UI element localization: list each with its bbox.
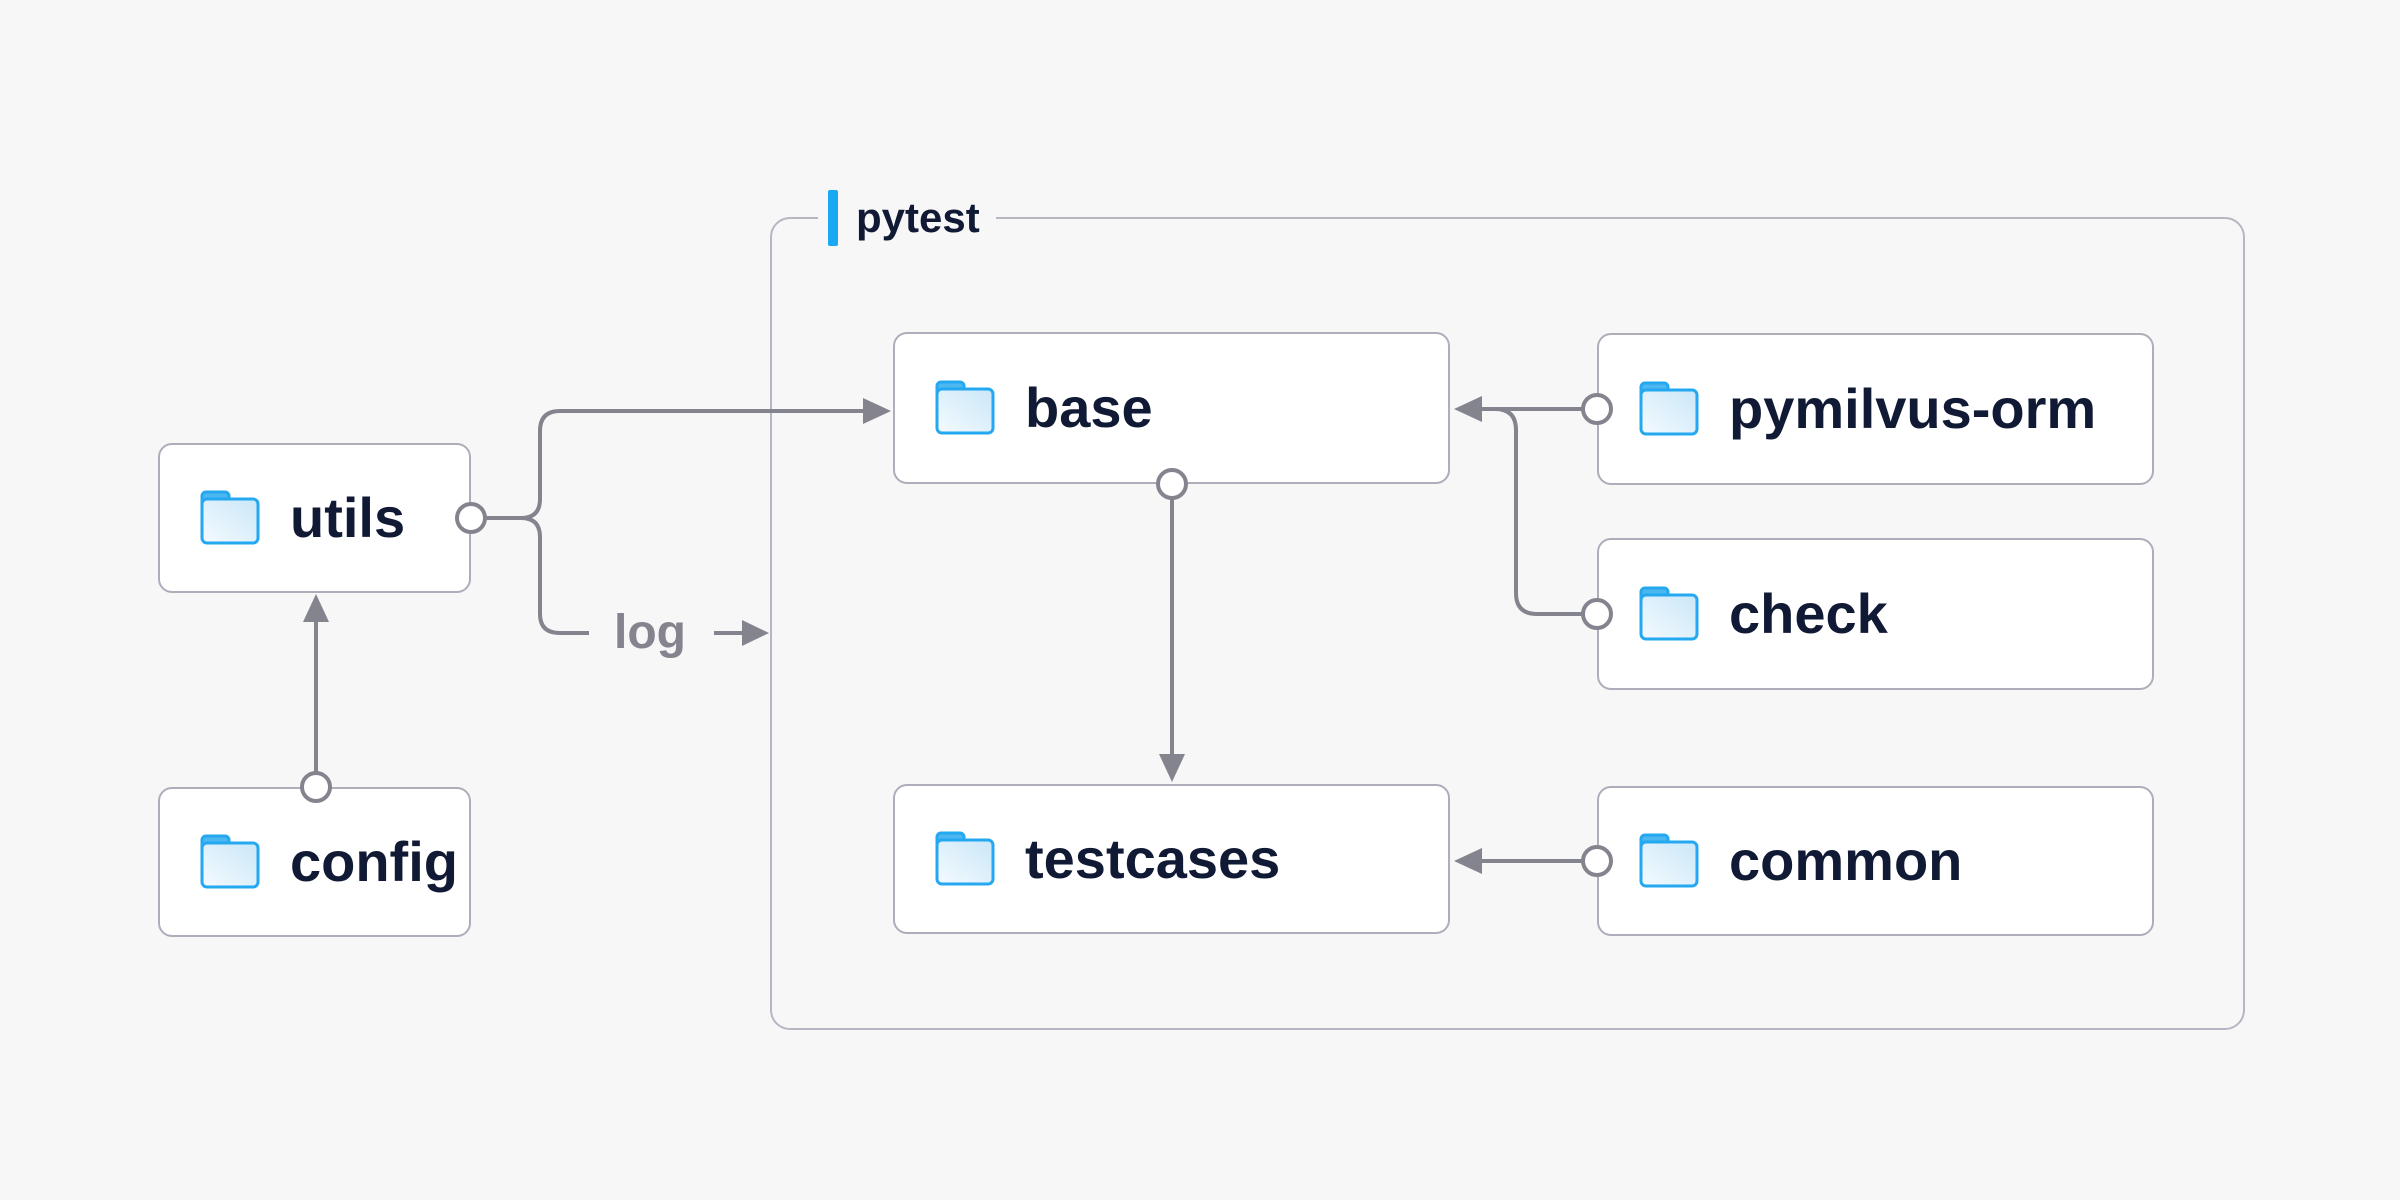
folder-icon bbox=[933, 830, 997, 888]
group-label-pytest: pytest bbox=[818, 190, 996, 246]
folder-icon bbox=[933, 379, 997, 437]
edge-config-utils bbox=[300, 594, 332, 803]
arrowhead bbox=[303, 594, 329, 622]
node-label: utils bbox=[290, 486, 406, 549]
folder-icon bbox=[1637, 832, 1701, 890]
folder-icon bbox=[198, 833, 262, 891]
accent-bar bbox=[828, 190, 838, 246]
node-testcases: testcases bbox=[893, 784, 1450, 934]
node-utils: utils bbox=[158, 443, 471, 593]
node-label: pymilvus-orm bbox=[1729, 377, 2097, 440]
folder-icon bbox=[1637, 585, 1701, 643]
node-label: config bbox=[290, 830, 458, 893]
arrowhead bbox=[742, 620, 769, 646]
edge-label-log: log bbox=[614, 606, 686, 659]
node-config: config bbox=[158, 787, 471, 937]
node-label: check bbox=[1729, 582, 1888, 645]
node-base: base bbox=[893, 332, 1450, 484]
group-title: pytest bbox=[856, 194, 980, 241]
node-check: check bbox=[1597, 538, 2154, 690]
node-pymilvus-orm: pymilvus-orm bbox=[1597, 333, 2154, 485]
node-common: common bbox=[1597, 786, 2154, 936]
group-container-pytest bbox=[770, 217, 2245, 1030]
folder-icon bbox=[1637, 380, 1701, 438]
node-label: base bbox=[1025, 376, 1153, 439]
edge-utils-log bbox=[455, 502, 769, 646]
folder-icon bbox=[198, 489, 262, 547]
node-label: testcases bbox=[1025, 827, 1281, 890]
node-label: common bbox=[1729, 829, 1963, 892]
